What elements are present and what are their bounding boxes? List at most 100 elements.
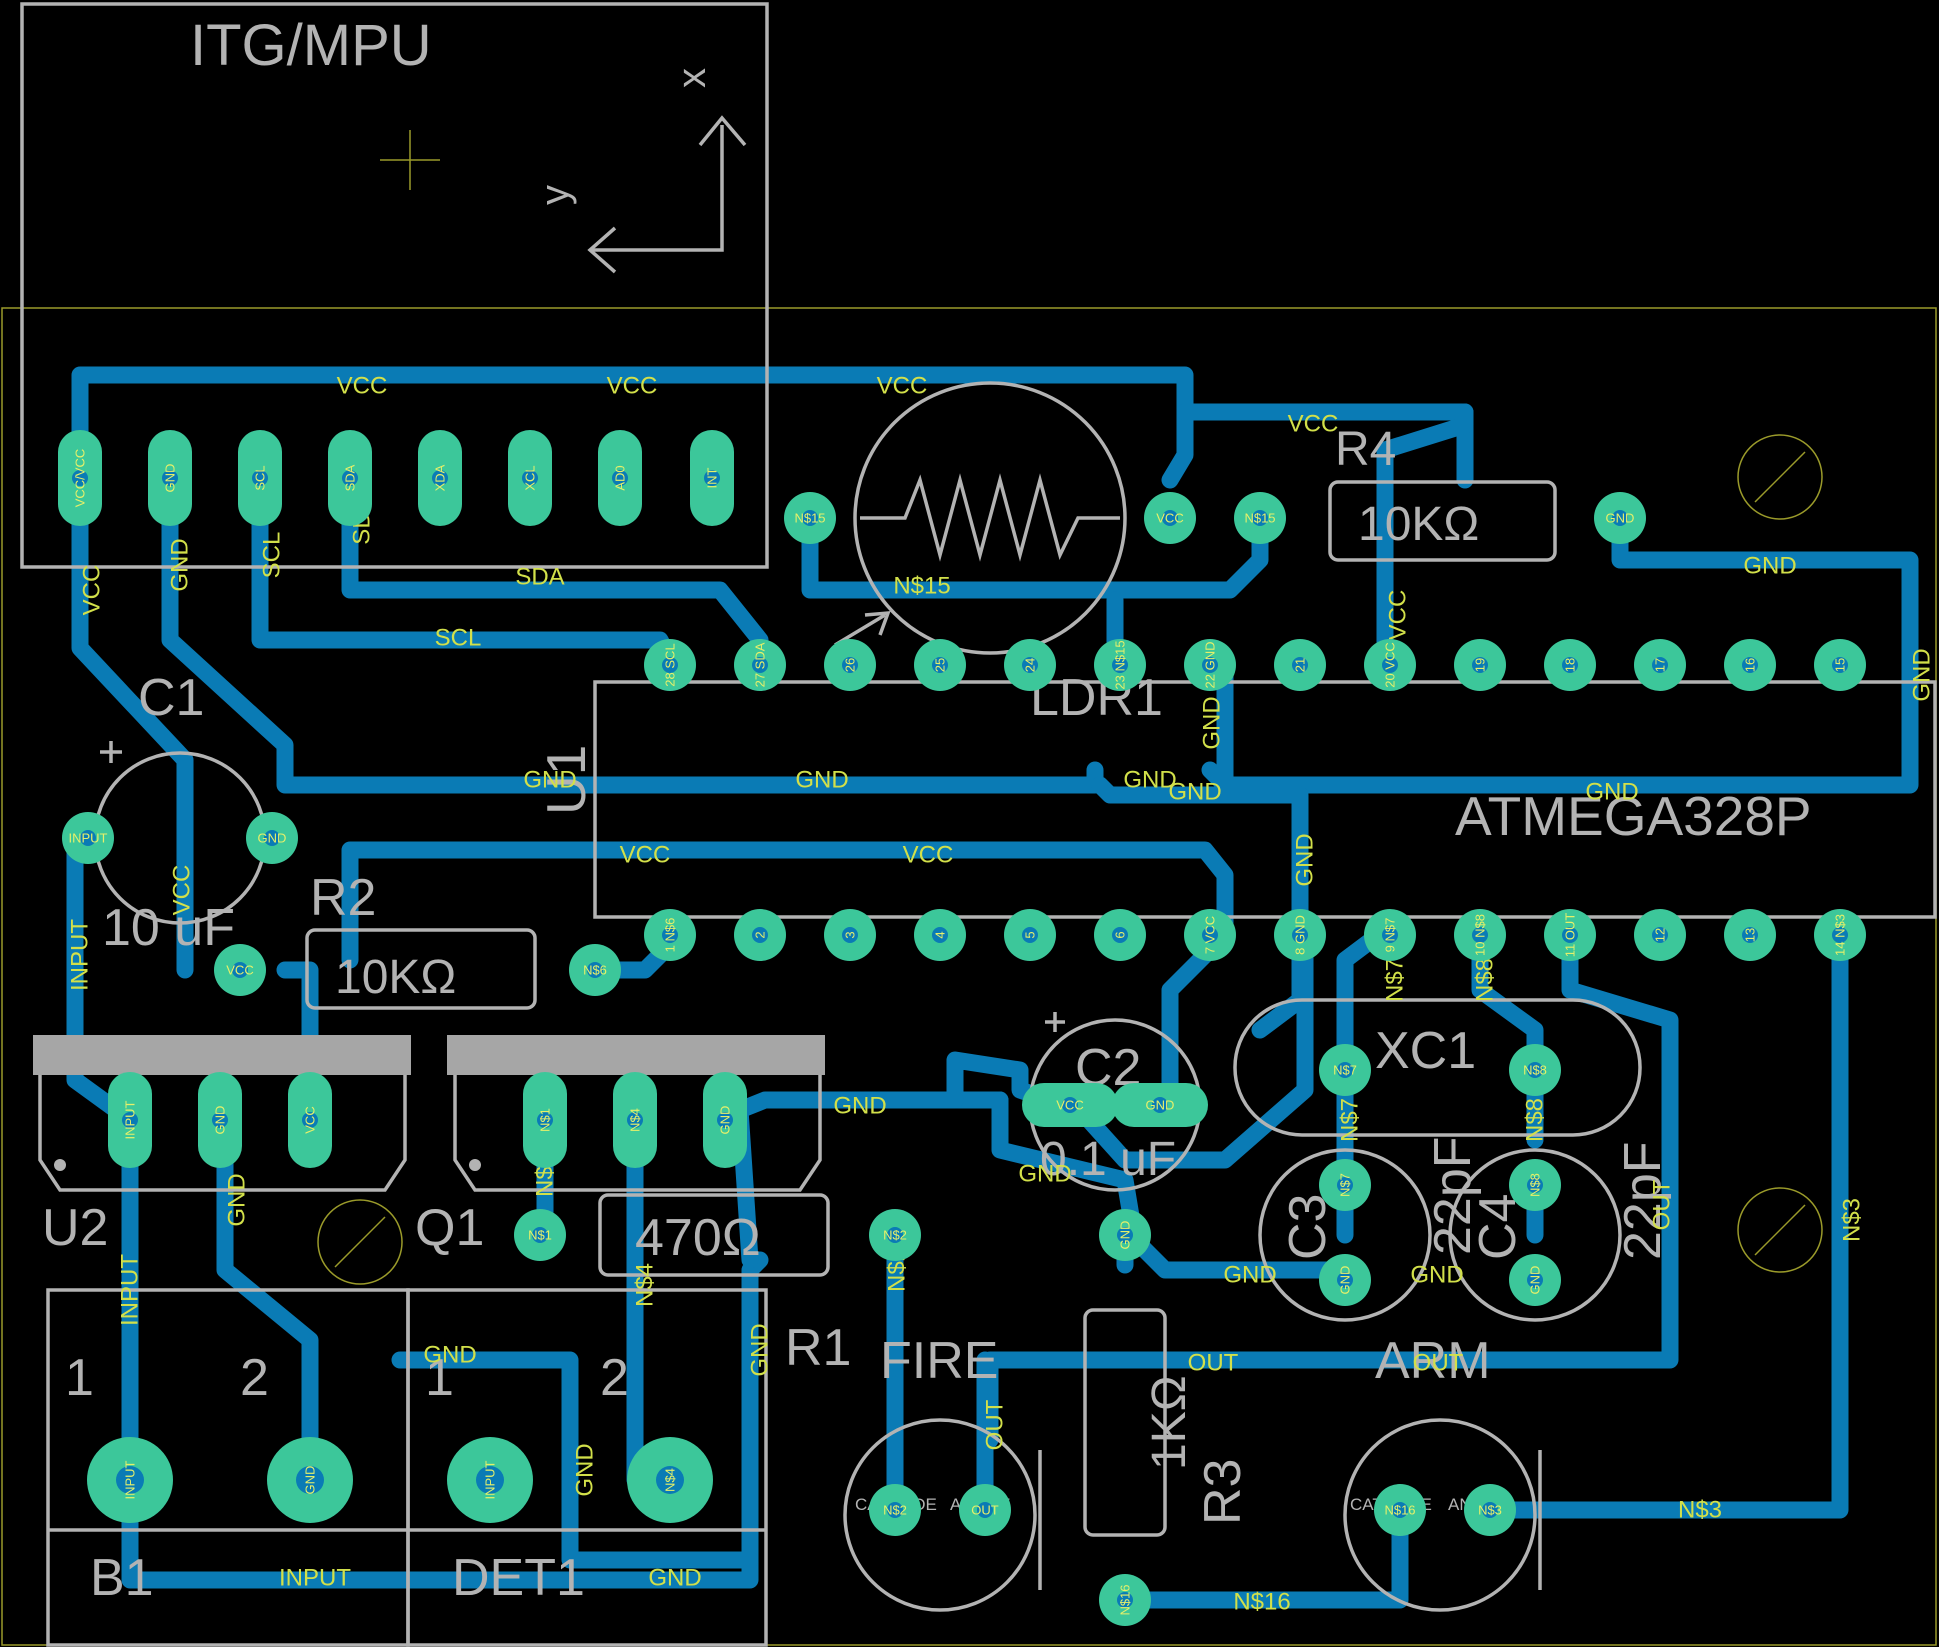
r4-value: 10KΩ — [1358, 498, 1479, 551]
net-n15: N$15 — [893, 573, 950, 600]
ic-pad-bottom-9-label: 9 N$7 — [1383, 918, 1398, 953]
ic-pad-top-17-label: 17 — [1653, 658, 1668, 672]
fire-pad-cathode-label: N$2 — [883, 1503, 907, 1518]
ic-pad-top-18: 18 — [1544, 639, 1596, 691]
r2-pad-2-label: N$6 — [583, 963, 607, 978]
ic-pad-top-28-label: 28 SCL — [663, 643, 678, 686]
r1-value: 470Ω — [635, 1209, 761, 1267]
u2-pad-2: GND — [198, 1072, 242, 1168]
r2-value: 10KΩ — [335, 951, 456, 1004]
ic-pad-top-20: 20 VCC — [1364, 639, 1416, 691]
itg-pad-7: AD0 — [598, 430, 642, 526]
ic-pad-bottom-10: 10 N$8 — [1454, 909, 1506, 961]
ldr-pad-1-label: N$15 — [794, 511, 825, 526]
itg-label: ITG/MPU — [190, 13, 432, 78]
ldr-pad-2-label: VCC — [1156, 511, 1183, 526]
c2-pad-2: GND — [1112, 1083, 1208, 1127]
fire-pad-anode: OUT — [959, 1484, 1011, 1536]
r2-pad-2: N$6 — [569, 944, 621, 996]
net-gnd-7: GND — [833, 1093, 886, 1120]
c4-value: 22pF — [1614, 1141, 1672, 1260]
net-gnd-v5: GND — [747, 1323, 774, 1376]
fire-label: FIRE — [880, 1332, 998, 1390]
ic-pad-top-18-label: 18 — [1563, 658, 1578, 672]
ic-pad-bottom-1: 1 N$6 — [644, 909, 696, 961]
net-vcc-v3: VCC — [1385, 590, 1412, 641]
ldr-pad-1: N$15 — [784, 492, 836, 544]
c1-pad-2: GND — [246, 812, 298, 864]
ic-pad-top-23: 23 N$15 — [1094, 639, 1146, 691]
net-labels: VCC VCC VCC VCC VCC VCC SDA SCL N$15 GND… — [67, 373, 1936, 1616]
arm-pad-anode-label: N$3 — [1478, 1503, 1502, 1518]
q1-pad-2: N$4 — [613, 1072, 657, 1168]
r3-value: 1KΩ — [1143, 1375, 1196, 1470]
net-gnd-12: GND — [648, 1565, 701, 1592]
net-gnd-1: GND — [1743, 553, 1796, 580]
ic-pad-top-24-label: 24 — [1023, 658, 1038, 672]
itg-pad-3-label: SCL — [253, 465, 268, 490]
net-out-v: OUT — [1649, 1179, 1676, 1230]
net-vcc-3: VCC — [877, 373, 928, 400]
net-vcc-v1: VCC — [79, 565, 106, 616]
c3-pad-2-label: GND — [1338, 1266, 1353, 1295]
ic-pad-top-23-label: 23 N$15 — [1113, 640, 1128, 689]
r3-label: R3 — [1194, 1459, 1252, 1525]
b1-term-1: 1 — [65, 1349, 94, 1407]
r2-label: R2 — [310, 869, 376, 927]
ic-pad-top-19-label: 19 — [1473, 658, 1488, 672]
net-gnd-v3: GND — [1292, 833, 1319, 886]
c4-pad-1: N$8 — [1509, 1159, 1561, 1211]
ic-pad-bottom-9: 9 N$7 — [1364, 909, 1416, 961]
ic-pad-bottom-13: 13 — [1724, 909, 1776, 961]
net-input-v2: INPUT — [117, 1254, 144, 1326]
net-input: INPUT — [279, 1565, 351, 1592]
c3-label: C3 — [1279, 1194, 1337, 1260]
net-gnd-8: GND — [1018, 1161, 1071, 1188]
r2-pad-1-label: VCC — [226, 963, 253, 978]
net-gnd-v6: GND — [224, 1173, 251, 1226]
ic-pad-bottom-3: 3 — [824, 909, 876, 961]
r4-pad-2-label: GND — [1606, 511, 1635, 526]
b1-term-2: 2 — [240, 1349, 269, 1407]
net-vcc-v2: VCC — [169, 865, 196, 916]
itg-pad-3: SCL — [238, 430, 282, 526]
r4-label: R4 — [1335, 423, 1396, 476]
itg-pad-2: GND — [148, 430, 192, 526]
ic-pad-bottom-14-label: 14 N$3 — [1833, 914, 1848, 956]
itg-pad-2-label: GND — [163, 464, 178, 493]
ic-pad-top-25-label: 25 — [933, 658, 948, 672]
c1-label: C1 — [138, 669, 204, 727]
c3-pad-2: GND — [1319, 1254, 1371, 1306]
ic-pad-bottom-5: 5 — [1004, 909, 1056, 961]
fire-pad-cathode: N$2 — [869, 1484, 921, 1536]
ic-pad-top-16-label: 16 — [1743, 658, 1758, 672]
fire-pad-anode-label: OUT — [971, 1503, 999, 1518]
c3-pad-1: N$7 — [1319, 1159, 1371, 1211]
b1-pad-2-label: GND — [303, 1466, 318, 1495]
net-vcc-6: VCC — [903, 842, 954, 869]
itg-pad-5-label: XDA — [433, 464, 448, 491]
r4-pad-1-label: N$15 — [1244, 511, 1275, 526]
itg-pad-4: SDA — [328, 430, 372, 526]
ic-pad-top-17: 17 — [1634, 639, 1686, 691]
u2-label: U2 — [42, 1199, 108, 1257]
det1-label: DET1 — [452, 1549, 585, 1607]
q1-pad-3-label: GND — [718, 1106, 733, 1135]
ic-pad-bottom-3-label: 3 — [843, 931, 858, 938]
ic-pad-bottom-2: 2 — [734, 909, 786, 961]
ic-ref: U1 — [535, 745, 597, 815]
ic-pad-bottom-12: 12 — [1634, 909, 1686, 961]
ic-pad-top-27: 27 SDA — [734, 639, 786, 691]
det1-pad-1: INPUT — [447, 1437, 533, 1523]
u2-pad-1: INPUT — [108, 1072, 152, 1168]
r3-pad-1-label: GND — [1118, 1221, 1133, 1250]
ic-pad-top-25: 25 — [914, 639, 966, 691]
u2-pad-3-label: VCC — [303, 1106, 318, 1133]
net-gnd-10: GND — [1410, 1262, 1463, 1289]
c3-pad-1-label: N$7 — [1338, 1173, 1353, 1197]
ldr-pad-2: VCC — [1144, 492, 1196, 544]
ic-pad-bottom-11: 11 OUT — [1544, 909, 1596, 961]
det1-pad-2: N$4 — [627, 1437, 713, 1523]
xc1-pad-2-label: N$8 — [1523, 1063, 1547, 1078]
